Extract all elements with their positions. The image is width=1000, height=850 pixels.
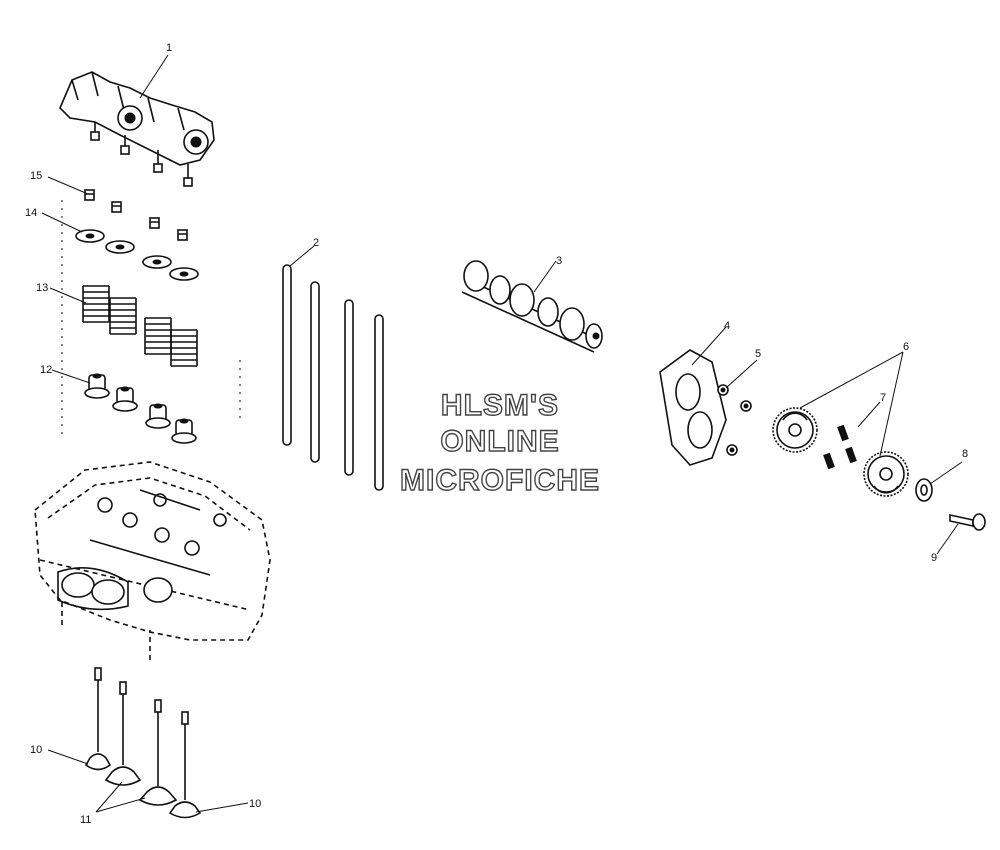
callout-12: 12 [40, 364, 52, 376]
watermark-line-2: ONLINE [440, 425, 559, 458]
callout-labels: 1 15 14 13 12 2 3 4 5 6 7 8 9 10 11 10 [25, 42, 968, 826]
watermark-line-3: MICROFICHE [400, 464, 600, 497]
rocker-arm-assembly [59, 71, 215, 187]
callout-10-left: 10 [30, 744, 42, 756]
spring-retainers [75, 229, 199, 281]
washer [915, 478, 933, 502]
callout-6: 6 [903, 341, 909, 353]
callout-4: 4 [724, 320, 730, 332]
callout-8: 8 [962, 448, 968, 460]
valve-keepers [84, 189, 188, 241]
callout-5: 5 [755, 348, 761, 360]
valve-seals [84, 373, 197, 444]
callout-14: 14 [25, 207, 37, 219]
callout-11: 11 [80, 814, 91, 826]
callout-9: 9 [931, 552, 937, 564]
valve-springs [82, 285, 198, 367]
callout-3: 3 [556, 255, 562, 267]
valves [84, 667, 202, 819]
cylinder-head [34, 461, 271, 660]
plate-gasket [659, 349, 727, 466]
pins [823, 424, 857, 470]
watermark-line-1: HLSM'S [441, 389, 559, 422]
push-rods [282, 264, 384, 491]
camshaft [461, 260, 603, 353]
callout-1: 1 [166, 42, 172, 54]
screws [717, 384, 752, 456]
callout-10-right: 10 [249, 798, 261, 810]
leader-lines [41, 54, 963, 813]
callout-13: 13 [36, 282, 48, 294]
watermark: HLSM'S ONLINE MICROFICHE [399, 388, 600, 497]
bolt [949, 513, 986, 531]
gears [772, 407, 909, 497]
callout-15: 15 [30, 170, 42, 182]
callout-2: 2 [313, 237, 319, 249]
callout-7: 7 [880, 392, 886, 404]
